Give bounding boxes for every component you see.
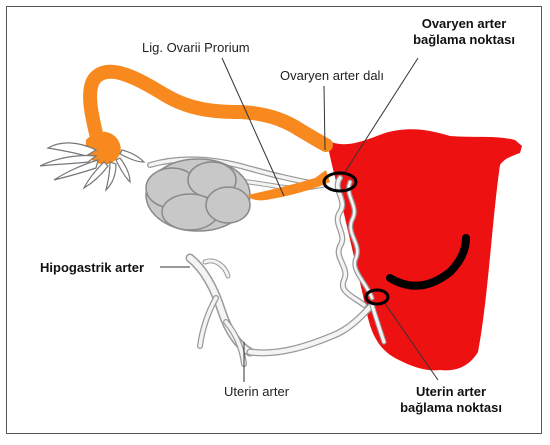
ovary — [146, 159, 250, 231]
label-uterine-artery: Uterin arter — [224, 384, 289, 400]
label-uterine-ligation-point: Uterin arter bağlama noktası — [386, 384, 516, 416]
label-hypogastric-artery: Hipogastrik arter — [40, 260, 144, 276]
label-ovarian-artery-branch: Ovaryen arter dalı — [280, 68, 384, 84]
fimbriae — [40, 143, 144, 190]
label-uterine-ligation-line1: Uterin arter — [386, 384, 516, 400]
label-ovarian-ligation-point: Ovaryen arter bağlama noktası — [398, 16, 530, 48]
label-uterine-ligation-line2: bağlama noktası — [386, 400, 516, 416]
label-ovarian-ligation-line1: Ovaryen arter — [398, 16, 530, 32]
label-ovarian-ligation-line2: bağlama noktası — [398, 32, 530, 48]
hypogastric-artery-vessel — [190, 258, 250, 364]
label-lig-ovarii-proprium: Lig. Ovarii Prorium — [142, 40, 250, 56]
uterine-artery-vessel — [250, 305, 384, 353]
